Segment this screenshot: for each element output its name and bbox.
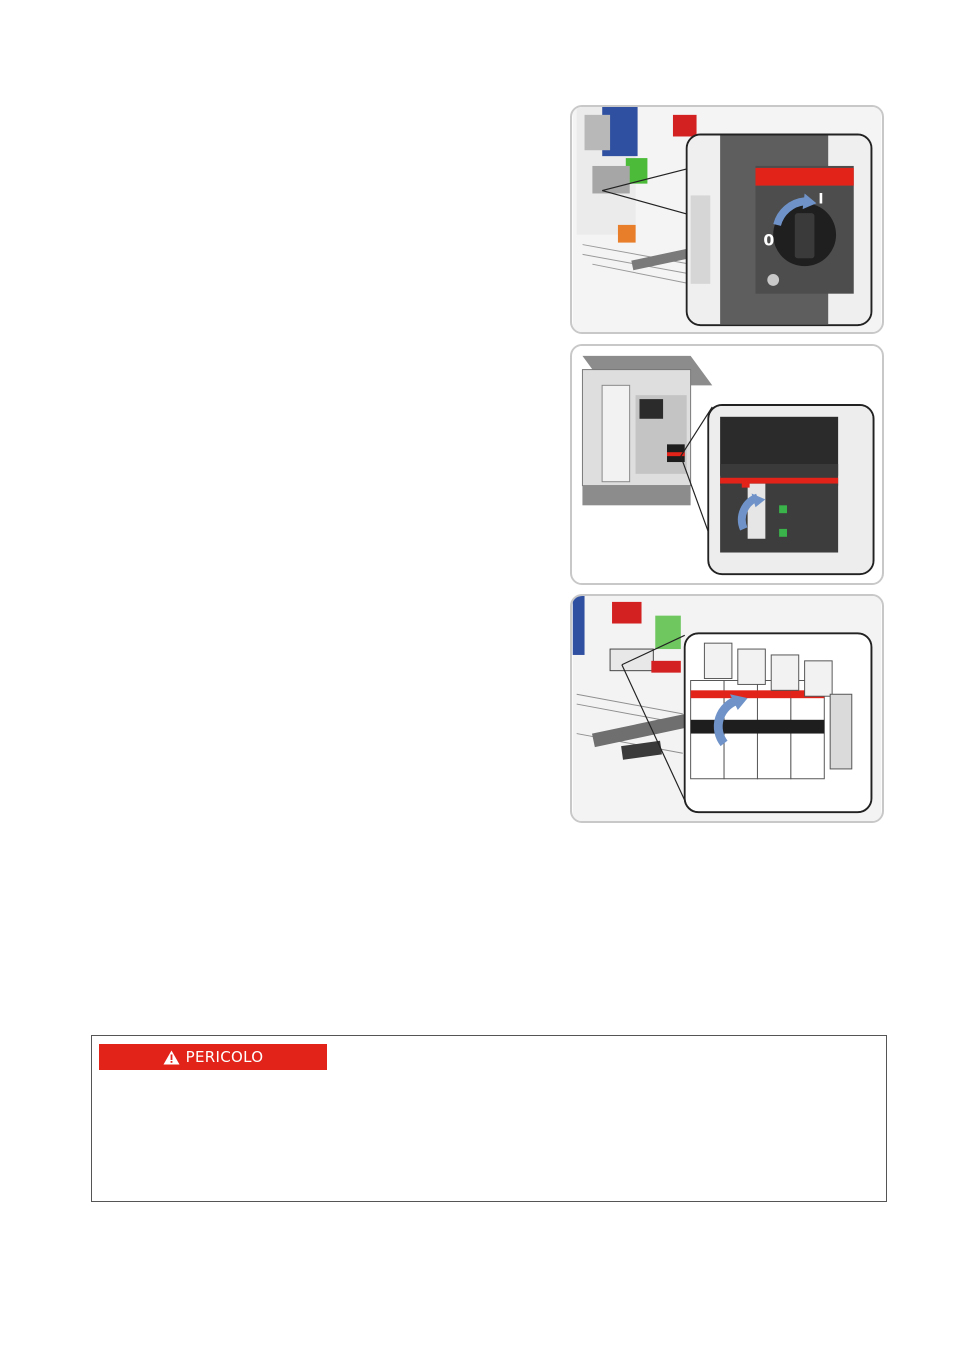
warning-triangle-icon	[163, 1050, 180, 1065]
mcb-illustration	[572, 596, 882, 821]
rotary-switch-illustration: 0 I	[572, 107, 882, 332]
figure-mcb	[570, 594, 884, 823]
switch-off-label: 0	[763, 231, 774, 250]
circuit-breaker-illustration	[572, 346, 882, 583]
danger-notice: PERICOLO	[91, 1035, 887, 1202]
switch-on-label: I	[818, 191, 823, 207]
danger-header: PERICOLO	[99, 1044, 327, 1070]
figure-rotary-switch: 0 I	[570, 105, 884, 334]
figure-circuit-breaker	[570, 344, 884, 585]
danger-label: PERICOLO	[186, 1048, 264, 1066]
